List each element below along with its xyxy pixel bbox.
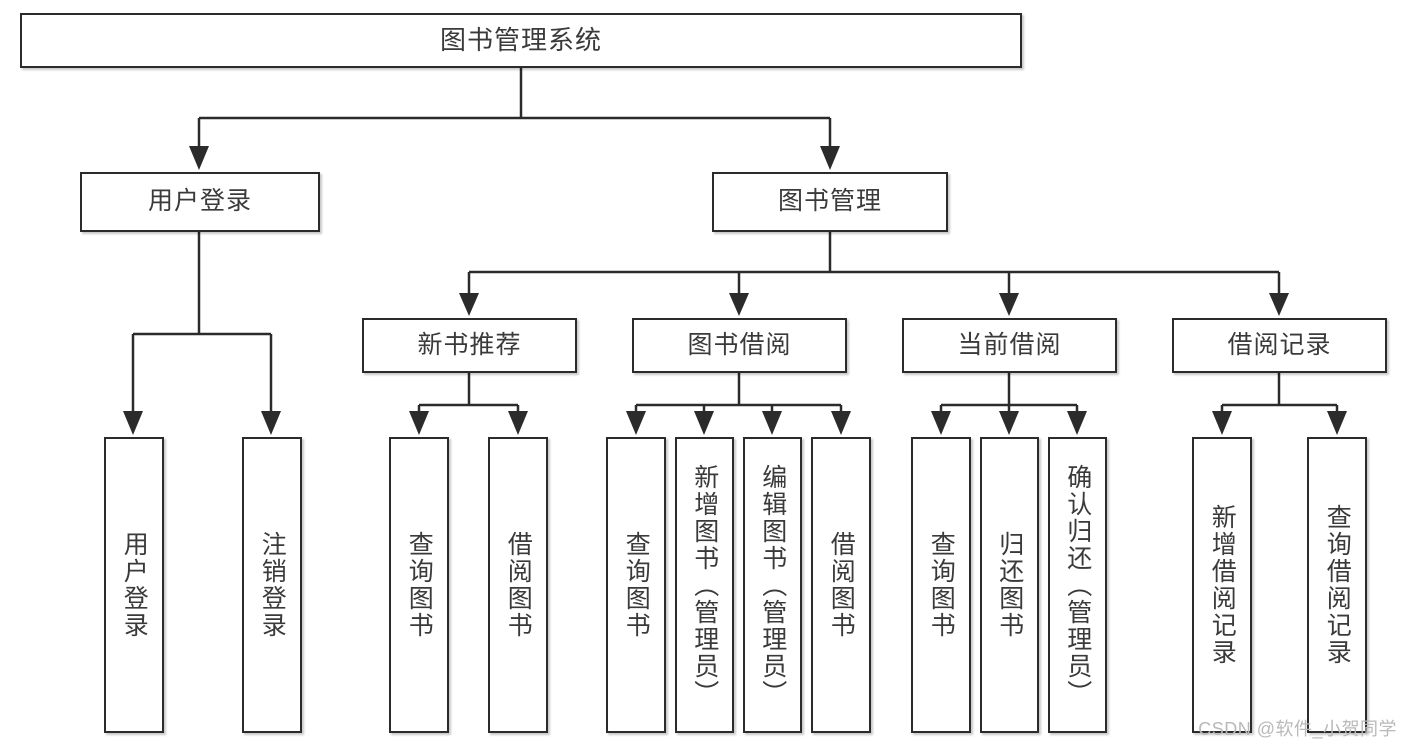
node-user-login[interactable]: 用户登录 bbox=[80, 172, 320, 232]
leaf-query-book-borrow[interactable]: 查询图书 bbox=[606, 437, 666, 733]
arrow-current-l1 bbox=[931, 411, 951, 435]
arrow-userlogin-l1 bbox=[123, 411, 143, 435]
arrow-current-l3 bbox=[1067, 411, 1087, 435]
arrow-borrow-l2 bbox=[694, 411, 714, 435]
leaf-logout[interactable]: 注销登录 bbox=[242, 437, 302, 733]
arrow-root-to-user-login bbox=[189, 146, 209, 170]
arrow-bookmgmt-c3 bbox=[999, 293, 1019, 316]
node-book-management[interactable]: 图书管理 bbox=[712, 172, 948, 232]
node-book-borrow[interactable]: 图书借阅 bbox=[632, 318, 847, 373]
leaf-borrow-book[interactable]: 借阅图书 bbox=[811, 437, 871, 733]
arrow-newbook-l2 bbox=[508, 411, 528, 435]
leaf-edit-book-admin[interactable]: 编辑图书（管理员） bbox=[743, 437, 802, 733]
leaf-add-borrow-record[interactable]: 新增借阅记录 bbox=[1192, 437, 1252, 733]
node-borrow-record[interactable]: 借阅记录 bbox=[1172, 318, 1387, 373]
arrow-bookmgmt-c2 bbox=[729, 293, 749, 316]
arrow-borrow-l4 bbox=[831, 411, 851, 435]
leaf-query-book-newbook[interactable]: 查询图书 bbox=[389, 437, 449, 733]
leaf-user-login[interactable]: 用户登录 bbox=[104, 437, 164, 733]
arrow-borrow-l1 bbox=[626, 411, 646, 435]
leaf-confirm-return-admin[interactable]: 确认归还（管理员） bbox=[1048, 437, 1107, 733]
arrow-bookmgmt-c4 bbox=[1269, 293, 1289, 316]
arrow-userlogin-l2 bbox=[261, 411, 281, 435]
arrow-bookmgmt-c1 bbox=[459, 293, 479, 316]
arrow-current-l2 bbox=[999, 411, 1019, 435]
node-new-book-recommend[interactable]: 新书推荐 bbox=[362, 318, 577, 373]
arrow-root-to-book-mgmt bbox=[820, 146, 840, 170]
arrow-record-l2 bbox=[1327, 411, 1347, 435]
leaf-add-book-admin[interactable]: 新增图书（管理员） bbox=[675, 437, 734, 733]
arrow-newbook-l1 bbox=[409, 411, 429, 435]
leaf-query-book-current[interactable]: 查询图书 bbox=[911, 437, 971, 733]
leaf-borrow-book-newbook[interactable]: 借阅图书 bbox=[488, 437, 548, 733]
arrow-borrow-l3 bbox=[762, 411, 782, 435]
node-current-borrow[interactable]: 当前借阅 bbox=[902, 318, 1117, 373]
leaf-return-book[interactable]: 归还图书 bbox=[980, 437, 1039, 733]
arrow-record-l1 bbox=[1212, 411, 1232, 435]
leaf-query-borrow-record[interactable]: 查询借阅记录 bbox=[1307, 437, 1367, 733]
node-root[interactable]: 图书管理系统 bbox=[20, 13, 1022, 68]
